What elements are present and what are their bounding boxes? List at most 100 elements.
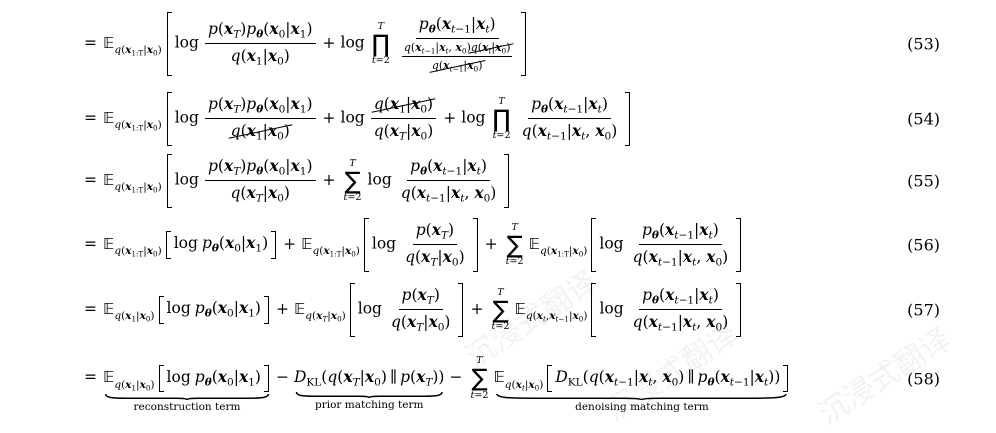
math-text: ( [410, 40, 416, 54]
math-text: 1 [131, 314, 137, 324]
underbrace-icon [104, 394, 270, 400]
math-text: 0 [451, 256, 459, 269]
math-operator: = [84, 34, 97, 52]
blackboard-E-icon: 𝔼 [103, 34, 115, 52]
math-text: 0 [145, 383, 151, 393]
math-var: T [440, 230, 448, 243]
math-var: D [293, 368, 307, 387]
math-text: ( [531, 121, 538, 140]
math-var: t [563, 104, 568, 117]
fraction-denominator: q(xT|x0) [402, 245, 468, 269]
math-subscript: 1:T [131, 186, 143, 195]
math-text: | [568, 245, 573, 258]
math-bold-var: x [682, 311, 693, 331]
math-text: 0 [715, 321, 723, 334]
math-subscript: T [427, 295, 434, 307]
blackboard-E-icon: 𝔼 [103, 171, 115, 189]
fraction-numerator: pθ(xt−1|xt) [415, 14, 499, 40]
math-text: 0 [420, 104, 428, 117]
math-subscript: 0 [153, 250, 158, 259]
math-text: | [327, 310, 331, 323]
math-bold-symbol: θ [256, 29, 264, 42]
math-bold-var: x [682, 246, 693, 266]
math-bold-var: x [125, 119, 132, 132]
math-text: ( [642, 312, 649, 331]
math-subscript: t−1 [451, 24, 471, 36]
math-bold-var: x [467, 156, 477, 176]
operator-glyph: ∑ [471, 364, 488, 393]
math-operator: = [84, 109, 97, 127]
math-var: T [322, 314, 328, 324]
math-text: ( [217, 20, 224, 39]
math-var: T [511, 221, 518, 233]
math-var: p [418, 15, 429, 34]
math-var: t [581, 130, 586, 143]
math-bold-var: x [595, 120, 605, 140]
fraction-numerator: p(xT)pθ(x0|x1) [204, 19, 316, 45]
math-bold-var: x [416, 182, 426, 202]
underbrace-icon [494, 394, 789, 400]
math-text: 0 [337, 314, 342, 324]
math-text: 0 [153, 48, 158, 58]
expectation-symbol: 𝔼q(x1:T|x0) [103, 235, 162, 259]
math-var: t [476, 166, 481, 179]
math-text: 0 [277, 192, 284, 205]
math-bold-var: x [416, 367, 426, 387]
math-var: t [555, 314, 559, 324]
math-subscript: T [353, 377, 360, 389]
math-subscript: 0 [227, 308, 234, 320]
math-subscript: 1:T [131, 250, 143, 259]
math-text: 1:T [131, 249, 144, 259]
math-text: log [340, 109, 365, 127]
math-bold-var: x [588, 94, 598, 114]
math-text: | [437, 247, 443, 266]
math-var: t [729, 376, 735, 389]
math-bold-var: x [224, 233, 235, 253]
math-bold-var: x [699, 220, 709, 240]
math-bold-var: x [441, 14, 452, 34]
math-text: 0 [278, 104, 286, 117]
math-text: | [566, 121, 572, 140]
math-text: | [524, 378, 529, 391]
math-text: ) [283, 183, 290, 202]
math-bold-var: x [146, 44, 154, 57]
fraction-denominator: q(x1|x0) [228, 119, 293, 143]
math-var: t [692, 321, 697, 334]
fraction-numerator: p(xT)pθ(x0|x1) [204, 94, 316, 120]
math-var: D [555, 367, 568, 386]
math-var: p [201, 234, 212, 253]
math-text: ) [774, 367, 781, 386]
math-text: ( [410, 368, 417, 387]
math-var: t [613, 376, 619, 389]
math-bold-var: x [139, 310, 146, 323]
math-subscript: 0 [421, 130, 428, 142]
math-text: ( [312, 310, 317, 323]
math-bold-var: x [451, 182, 461, 202]
math-subscript: t [598, 104, 602, 116]
math-subscript: t−1 [450, 65, 464, 74]
math-subscript: t [581, 130, 585, 142]
math-subscript: t−1 [658, 321, 678, 333]
math-text: , [585, 121, 596, 140]
underbrace-label: prior matching term [314, 398, 424, 411]
math-text: log [166, 367, 191, 386]
math-subscript: 1:T [131, 124, 143, 133]
math-bold-var: x [125, 310, 132, 323]
math-var: p [410, 157, 421, 176]
math-bold-var: x [467, 58, 474, 72]
math-text: ( [321, 368, 328, 387]
math-text: ( [121, 119, 126, 132]
math-var: t [674, 230, 679, 243]
math-text: 1 [255, 55, 263, 68]
math-subscript: θ [205, 376, 212, 388]
math-bold-var: x [223, 19, 234, 39]
math-text: 0 [604, 130, 612, 143]
big-operator: T∑t=2 [470, 355, 488, 402]
math-bold-var: x [536, 310, 543, 323]
math-text: ( [240, 46, 247, 65]
